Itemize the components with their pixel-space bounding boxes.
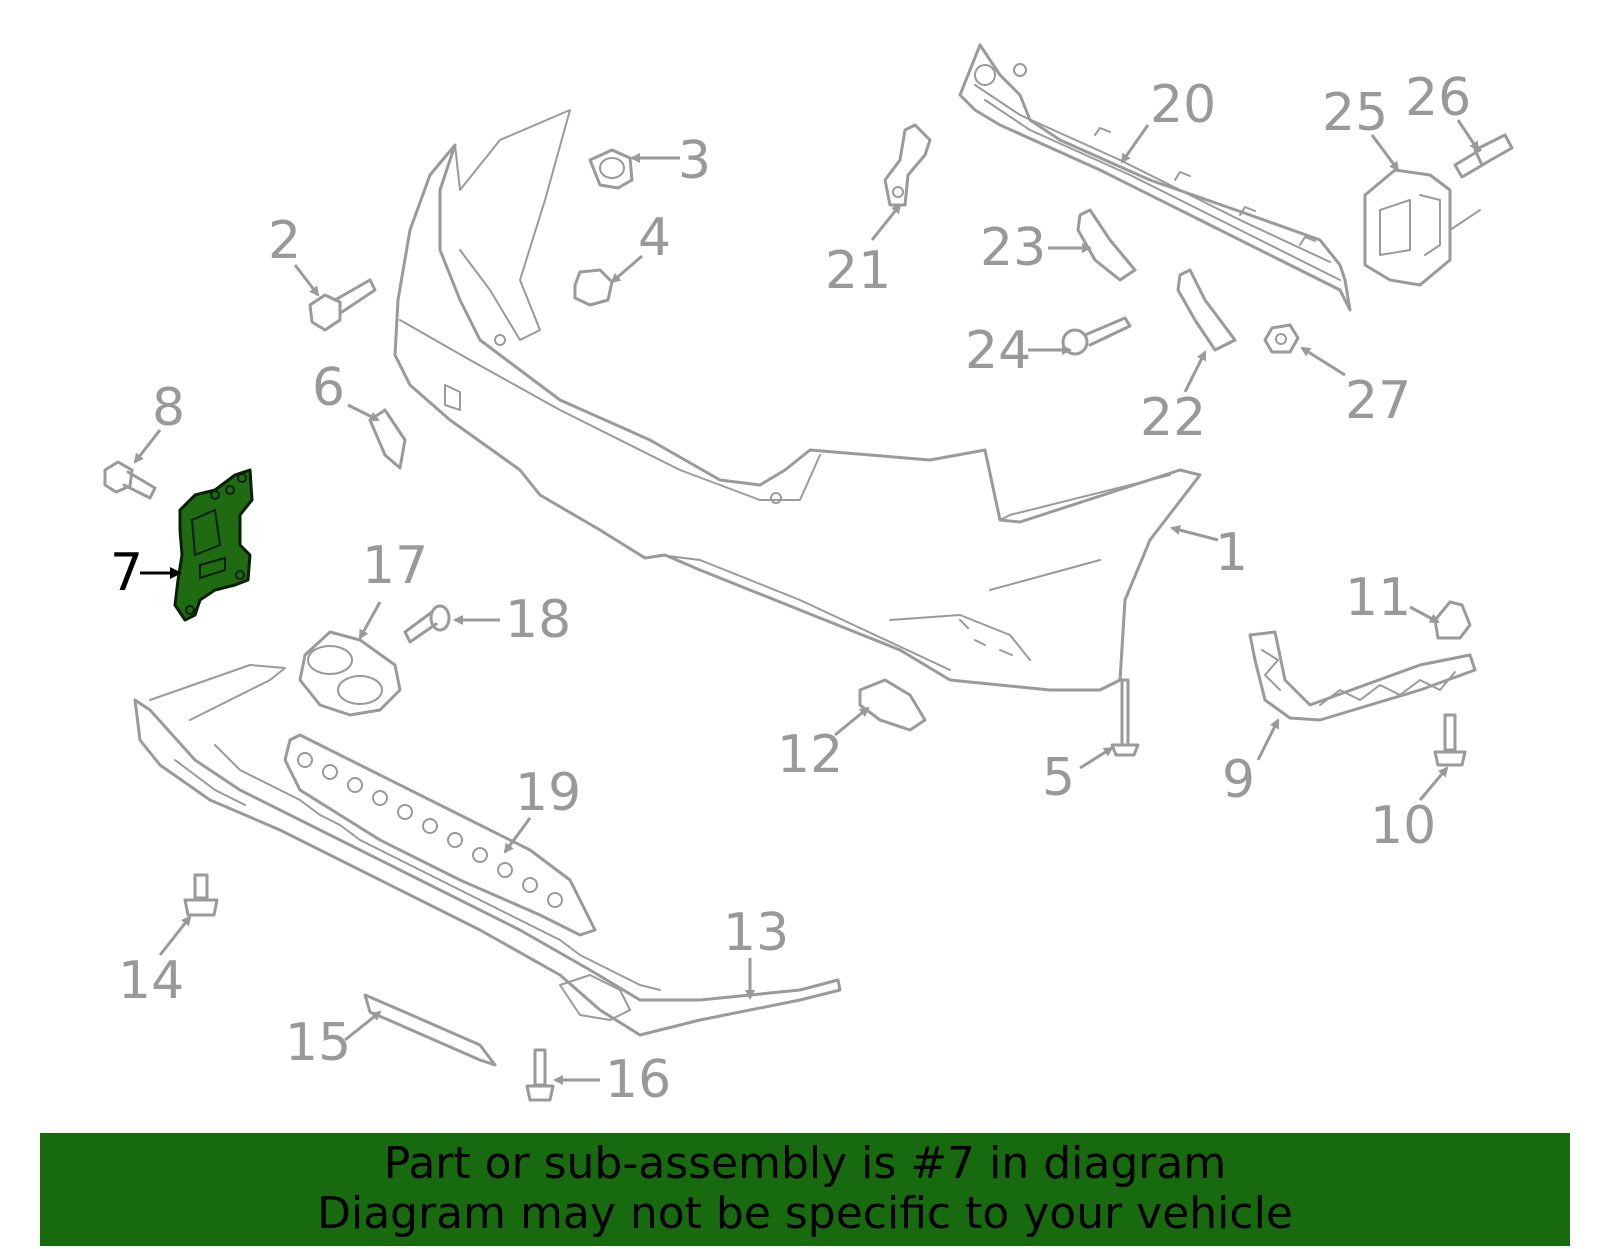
bumper-cover-part-1 [393,109,1202,692]
callout-18: 18 [505,590,571,650]
callout-6: 6 [312,358,345,418]
arrow-5 [1079,746,1114,770]
arrow-27 [1300,346,1346,377]
arrow-2 [293,264,320,297]
callout-10: 10 [1370,796,1436,856]
trim-strip-part-15 [363,993,497,1067]
bracket-part-25 [1363,168,1481,287]
arrow-26 [1456,119,1480,152]
pin-part-5 [1110,678,1140,757]
cap-part-12 [858,678,927,732]
plate-part-6 [368,408,407,470]
arrow-4 [610,254,643,284]
arrow-17 [358,601,382,640]
arrow-11 [1409,605,1440,624]
arrow-1 [1170,525,1219,542]
callout-5: 5 [1042,748,1075,808]
callout-15: 15 [285,1013,351,1073]
bolt-part-16 [525,1048,555,1102]
clip-part-11 [1433,600,1472,640]
arrow-9 [1256,718,1280,761]
reinforcement-beam-part-20 [958,43,1352,312]
callout-19: 19 [515,763,581,823]
light-strip-part-19 [283,733,597,937]
bolt-part-14 [183,873,219,917]
bolt-part-2 [308,278,377,332]
callout-23: 23 [980,218,1046,278]
callout-12: 12 [777,725,843,785]
arrow-21 [870,203,902,241]
arrow-22 [1183,350,1207,393]
callout-2: 2 [268,211,301,271]
nut-part-27 [1263,323,1300,354]
banner-line-part-number: Part or sub-assembly is #7 in diagram [383,1138,1227,1189]
banner-line-disclaimer: Diagram may not be specific to your vehi… [317,1188,1293,1239]
clip-part-3 [588,148,634,190]
callout-11: 11 [1345,568,1411,628]
arrow-10 [1418,766,1449,801]
bolt-part-10 [1433,713,1467,767]
bracket-part-21 [883,123,932,207]
clip-part-4 [573,268,614,307]
callout-25: 25 [1322,83,1388,143]
bracket-part-22 [1176,268,1237,352]
screw-part-24 [1061,316,1132,356]
callout-labels: 1 2 3 4 5 6 7 8 9 10 11 12 13 14 15 16 1… [110,68,1471,1110]
lower-diffuser-part-13 [133,664,842,1037]
callout-24: 24 [965,321,1031,381]
bolt-part-8 [103,460,157,500]
leader-arrows [133,119,1480,1085]
arrow-14 [158,915,192,956]
arrow-15 [344,1010,382,1042]
arrow-25 [1370,134,1400,172]
callout-8: 8 [152,378,185,438]
side-bracket-part-9 [1248,630,1477,722]
arrow-12 [834,706,870,737]
callout-1: 1 [1215,523,1248,583]
arrow-6 [347,403,380,422]
callout-16: 16 [605,1050,671,1110]
callout-3: 3 [678,131,711,191]
screw-part-18 [403,604,451,644]
callout-27: 27 [1345,371,1411,431]
callout-9: 9 [1222,750,1255,810]
bracket-part-7-highlighted [173,468,254,622]
callout-13: 13 [723,903,789,963]
arrow-20 [1120,124,1150,164]
callout-7-highlighted: 7 [110,543,143,603]
callout-14: 14 [118,951,184,1011]
bolt-part-26 [1453,133,1514,179]
exhaust-tip-part-17 [298,630,402,717]
callout-26: 26 [1405,68,1471,128]
callout-4: 4 [638,208,671,268]
callout-20: 20 [1150,75,1216,135]
info-banner: Part or sub-assembly is #7 in diagram Di… [40,1133,1570,1246]
callout-22: 22 [1140,388,1206,448]
callout-21: 21 [825,241,891,301]
arrow-19 [503,817,532,854]
bracket-part-23 [1076,208,1137,282]
callout-17: 17 [362,536,428,596]
arrow-8 [133,429,162,464]
